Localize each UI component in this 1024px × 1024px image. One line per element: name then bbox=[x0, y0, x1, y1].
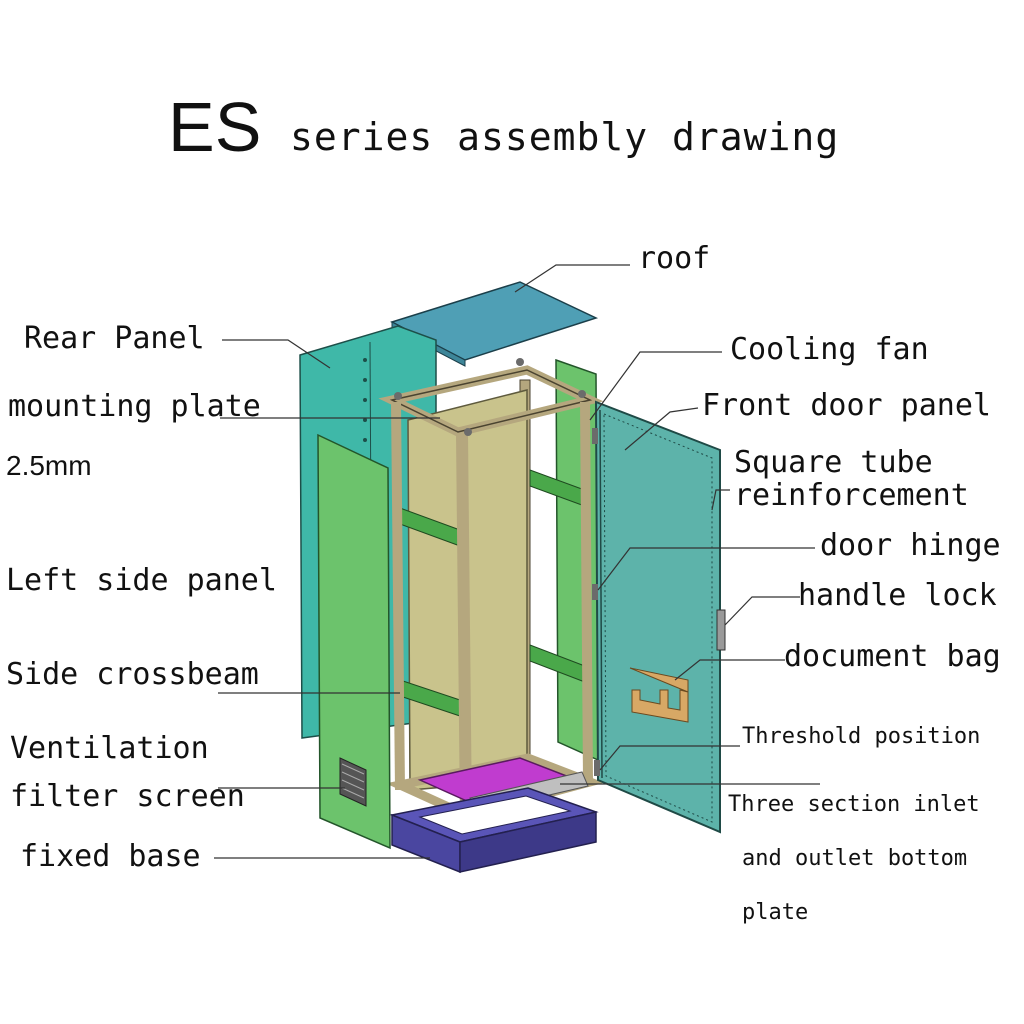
label-bottom-plate-line1: Three section inlet bbox=[728, 792, 980, 817]
label-roof: roof bbox=[638, 241, 711, 276]
left-side-panel bbox=[317, 433, 391, 850]
label-front-door-panel: Front door panel bbox=[702, 388, 991, 423]
label-bottom-plate-line2: and outlet bottom bbox=[742, 846, 968, 871]
leader-lines bbox=[214, 264, 820, 859]
document-bag bbox=[629, 667, 689, 723]
handle-lock bbox=[716, 609, 726, 651]
label-door-hinge: door hinge bbox=[820, 528, 1001, 563]
label-threshold-position: Threshold position bbox=[742, 724, 981, 749]
side-crossbeams bbox=[399, 469, 591, 717]
label-square-tube-line2: reinforcement bbox=[734, 478, 969, 513]
label-side-crossbeam: Side crossbeam bbox=[6, 657, 259, 692]
label-ventilation-line1: Ventilation bbox=[10, 731, 209, 766]
label-handle-lock: handle lock bbox=[798, 578, 997, 613]
label-cooling-fan: Cooling fan bbox=[730, 332, 929, 367]
door-hinges bbox=[592, 428, 600, 776]
label-square-tube-line1: Square tube bbox=[734, 445, 933, 480]
label-fixed-base: fixed base bbox=[20, 839, 201, 874]
ventilation-filter-screen bbox=[339, 757, 367, 807]
label-thickness: 2.5mm bbox=[6, 450, 92, 481]
front-door bbox=[594, 400, 721, 834]
label-rear-panel: Rear Panel bbox=[24, 321, 205, 356]
label-ventilation-line2: filter screen bbox=[10, 779, 245, 814]
label-mounting-plate: mounting plate bbox=[8, 389, 261, 424]
title-text: series assembly drawing bbox=[290, 115, 840, 159]
label-left-side-panel: Left side panel bbox=[6, 563, 277, 598]
label-bottom-plate-line3: plate bbox=[742, 900, 809, 925]
title-prefix: ES bbox=[168, 88, 262, 166]
label-document-bag: document bag bbox=[784, 639, 1001, 674]
